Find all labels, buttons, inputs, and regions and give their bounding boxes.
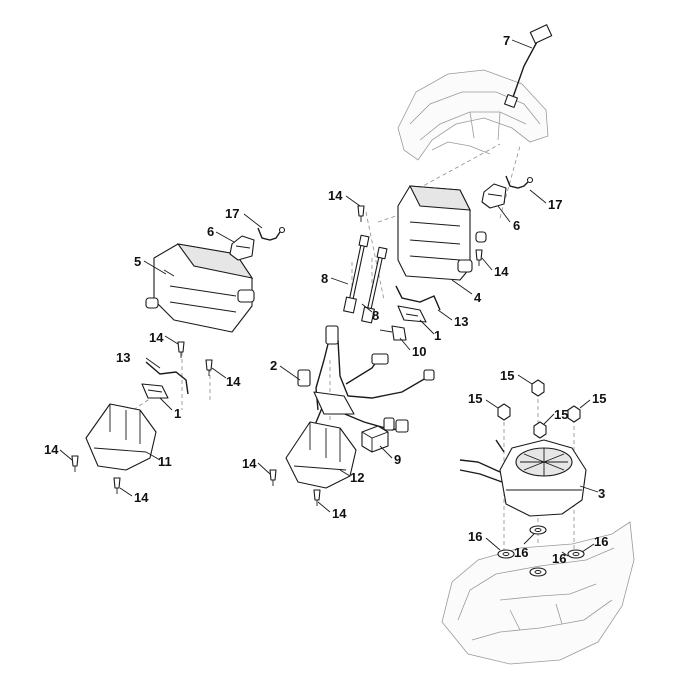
part-3-motor	[459, 439, 587, 517]
callout-15-right: 15	[592, 391, 606, 406]
lower-housing-chassis	[441, 521, 635, 665]
part-15-nut-a	[531, 379, 545, 397]
part-17-spring-clip-right	[505, 175, 534, 189]
part-10-plug	[379, 325, 407, 341]
callout-17-right: 17	[548, 197, 562, 212]
part-6-clamp-left	[229, 235, 255, 261]
part-14-screw-c	[177, 341, 185, 358]
part-1-switch-left	[141, 383, 169, 399]
part-14-screw-f	[113, 477, 121, 494]
part-15-nut-b	[497, 403, 511, 421]
upper-housing-cover	[397, 69, 549, 161]
callout-1-right: 1	[434, 328, 441, 343]
part-2-wiring-harness	[297, 325, 435, 433]
callout-11: 11	[158, 454, 172, 469]
part-16-washer-d	[529, 567, 547, 577]
callout-14-bracket-center-b: 14	[332, 506, 347, 521]
part-6-clamp-right	[481, 183, 507, 209]
part-8-rod-left	[343, 234, 370, 314]
part-17-spring-clip-left	[257, 226, 286, 241]
callout-14-box-left: 14	[149, 330, 164, 345]
callout-15-left: 15	[468, 391, 482, 406]
part-4-electronics-box	[397, 185, 487, 281]
part-9-connector-block	[361, 425, 389, 453]
leader-lines	[59, 39, 599, 557]
part-8-rod-right	[361, 246, 388, 324]
callout-3: 3	[598, 486, 605, 501]
part-5-electronics-box	[145, 243, 255, 333]
part-1-switch-right	[397, 305, 427, 323]
callout-14-bracket-left-a: 14	[44, 442, 59, 457]
callout-5: 5	[134, 254, 141, 269]
callout-7: 7	[503, 33, 510, 48]
callout-8-left: 8	[321, 271, 328, 286]
callout-14-bracket-left-b: 14	[134, 490, 149, 505]
callout-8-right: 8	[372, 308, 379, 323]
part-7-connector-cable	[504, 24, 553, 108]
callout-15-center: 15	[554, 407, 568, 422]
callout-12: 12	[350, 470, 364, 485]
part-14-screw-a	[357, 205, 365, 222]
part-15-nut-c	[533, 421, 547, 439]
callout-14-top: 14	[328, 188, 343, 203]
callout-labels: 7 5 4 6 6 17 17 14 14 8 8 13 13 1 1 10 2…	[44, 33, 608, 566]
part-13-wire-spring-right	[395, 285, 441, 311]
part-14-screw-b	[475, 249, 483, 266]
callout-9: 9	[394, 452, 401, 467]
callout-14-box-right: 14	[494, 264, 509, 279]
callout-16-center: 16	[514, 545, 528, 560]
part-12-bracket	[285, 421, 357, 489]
callout-6-left: 6	[207, 224, 214, 239]
callout-10: 10	[412, 344, 426, 359]
callout-13-left: 13	[116, 350, 130, 365]
callout-16-left: 16	[468, 529, 482, 544]
part-14-screw-e	[71, 455, 79, 472]
part-16-washer-b	[497, 549, 515, 559]
part-14-screw-g	[269, 469, 277, 486]
callout-6-right: 6	[513, 218, 520, 233]
part-11-bracket	[85, 403, 157, 471]
part-16-washer-c	[567, 549, 585, 559]
callout-13-right: 13	[454, 314, 468, 329]
part-13-wire-spring-left	[145, 361, 189, 395]
callout-1-left: 1	[174, 406, 181, 421]
callout-2: 2	[270, 358, 277, 373]
part-14-screw-h	[313, 489, 321, 506]
callout-4: 4	[474, 290, 482, 305]
part-15-nut-d	[567, 405, 581, 423]
callout-15-top: 15	[500, 368, 514, 383]
part-14-screw-d	[205, 359, 213, 376]
callout-14-bracket-center-a: 14	[242, 456, 257, 471]
callout-17-left: 17	[225, 206, 239, 221]
callout-16-right: 16	[594, 534, 608, 549]
callout-16-center-right: 16	[552, 551, 566, 566]
callout-14-switch-left: 14	[226, 374, 241, 389]
part-16-washer-a	[529, 525, 547, 535]
